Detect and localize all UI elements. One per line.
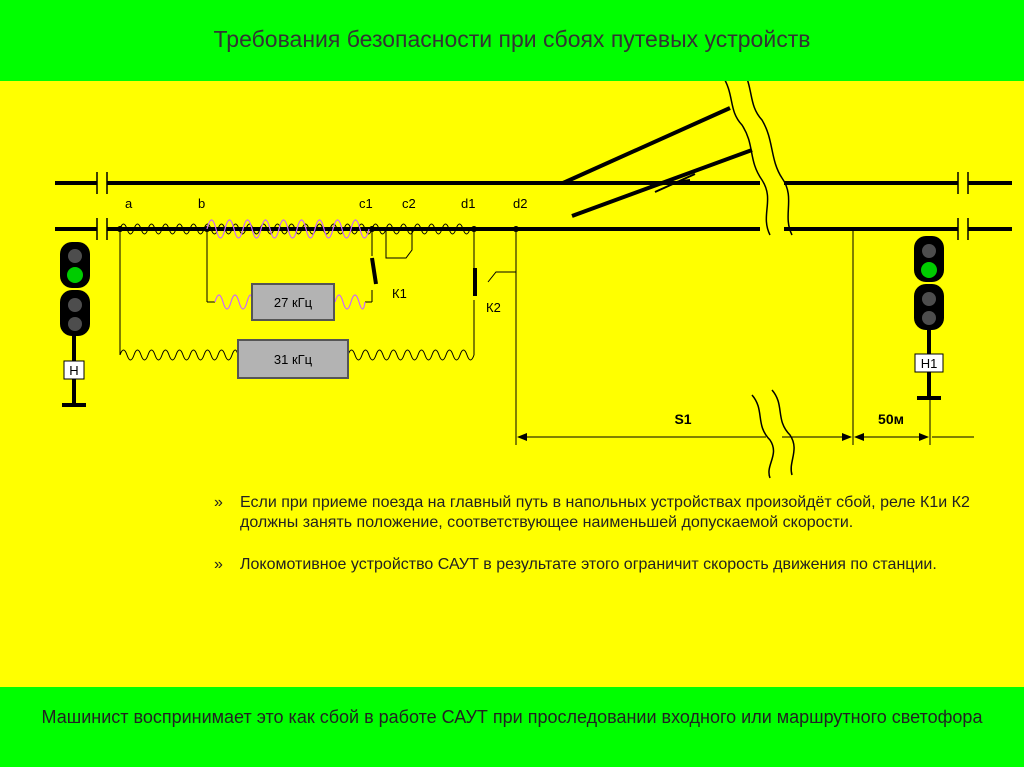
- bullet-text: Локомотивное устройство САУТ в результат…: [240, 556, 937, 573]
- relay-k2-label: К2: [486, 300, 501, 315]
- signal-left-label: Н: [69, 363, 78, 378]
- header-band: [0, 0, 1024, 81]
- point-labels: a b c1 c2 d1 d2: [125, 196, 527, 211]
- generator-27-label: 27 кГц: [274, 295, 313, 310]
- break-marks: [724, 81, 795, 479]
- coil-31-left: [119, 349, 239, 361]
- circuit-27: [206, 229, 413, 303]
- page-title: Требования безопасности при сбоях путевы…: [213, 26, 811, 52]
- point-label-c2: c2: [402, 196, 416, 211]
- generator-27: 27 кГц: [251, 283, 335, 321]
- footer-band: [0, 687, 1024, 767]
- coil-31-right: [347, 349, 475, 361]
- coil-27-left: [214, 294, 253, 310]
- footer-text: Машинист воспринимает это как сбой в раб…: [41, 707, 983, 727]
- signal-left: Н: [60, 242, 90, 407]
- signal-right-green-lamp: [921, 262, 937, 278]
- relay-k1-label: К1: [392, 286, 407, 301]
- coil-27-right: [334, 294, 366, 310]
- bullet-item: » Локомотивное устройство САУТ в результ…: [210, 555, 1010, 575]
- coil-27-overlay: [206, 219, 370, 239]
- bullet-mark: »: [214, 556, 223, 573]
- signal-left-green-lamp: [67, 267, 83, 283]
- insulating-joints: [96, 172, 969, 240]
- point-label-a: a: [125, 196, 133, 211]
- generator-31: 31 кГц: [237, 339, 349, 379]
- generator-31-label: 31 кГц: [274, 352, 313, 367]
- distance-s1-label: S1: [674, 411, 691, 427]
- bullet-mark: »: [214, 494, 223, 511]
- distance-50m-label: 50м: [878, 411, 904, 427]
- point-label-d1: d1: [461, 196, 475, 211]
- point-label-b: b: [198, 196, 205, 211]
- bullet-text: Если при приеме поезда на главный путь в…: [240, 494, 970, 531]
- signal-right-label: Н1: [921, 356, 938, 371]
- turnout: [562, 106, 753, 218]
- bullet-item: » Если при приеме поезда на главный путь…: [210, 493, 1010, 533]
- distance-lines: [515, 229, 974, 445]
- point-label-c1: c1: [359, 196, 373, 211]
- bullet-list: » Если при приеме поезда на главный путь…: [210, 493, 1010, 597]
- track-circuit-diagram: a b c1 c2 d1 d2 27 кГц К1: [55, 81, 1012, 479]
- relay-k1-contact: [370, 257, 378, 285]
- point-label-d2: d2: [513, 196, 527, 211]
- signal-right: Н1: [914, 236, 944, 400]
